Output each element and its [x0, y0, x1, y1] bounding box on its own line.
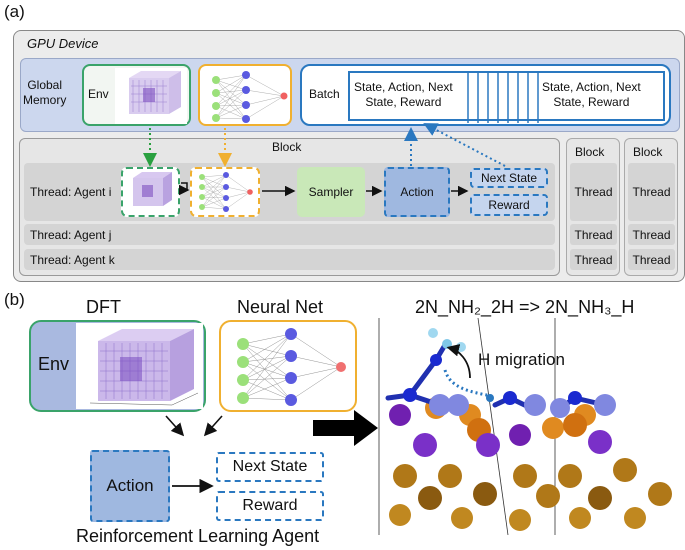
sampler-box: Sampler: [297, 167, 365, 217]
action-box-a: Action: [384, 167, 450, 217]
global-memory-label: Global Memory: [23, 78, 67, 107]
next-state-label-b: Next State: [232, 458, 308, 475]
thread-label: Thread: [632, 227, 671, 242]
side-block-2-thread-2: Thread: [628, 224, 675, 245]
agent-nn-box: [190, 167, 260, 217]
side-block-1-thread-1: Thread: [570, 163, 617, 221]
next-state-box-a: Next State: [470, 168, 548, 188]
n-atoms: [403, 354, 582, 405]
side-block-1-thread-2: Thread: [570, 224, 617, 245]
rl-agent-title: Reinforcement Learning Agent: [76, 526, 320, 546]
nn-to-agent-arrow: [203, 415, 223, 437]
panel-b-label: (b): [4, 290, 25, 309]
thread-label: Thread: [632, 185, 671, 199]
side-block-2-thread-1: Thread: [628, 163, 675, 221]
h-migration-label: H migration: [478, 350, 565, 369]
batch-tuple-last: State, Action, Next State, Reward: [542, 80, 641, 109]
sampler-label: Sampler: [308, 185, 354, 199]
nn-graphic-a: [212, 71, 288, 123]
thread-label: Thread: [574, 227, 613, 242]
thread-k-label: Thread: Agent k: [30, 253, 115, 267]
reaction-title: 2N_NH₂_2H => 2N_NH₃_H: [415, 297, 635, 317]
next-state-box-b: Next State: [216, 452, 324, 482]
metal-atoms-bottom: [389, 458, 672, 531]
next-state-label-a: Next State: [480, 171, 538, 185]
reward-label-a: Reward: [488, 198, 530, 212]
agent-env-box: [121, 167, 180, 217]
thread-label: Thread: [574, 185, 613, 199]
h-migration-arrow: [446, 344, 471, 379]
env-cube-image-a: [115, 68, 187, 124]
thread-row-k: [24, 249, 555, 270]
action-label-a: Action: [400, 185, 434, 199]
nextstate-to-batch-arrow: [423, 123, 506, 167]
action-box-b: Action: [90, 450, 170, 522]
nn-graphic-b: [237, 328, 346, 406]
dft-title: DFT: [86, 297, 121, 317]
neural-net-title: Neural Net: [237, 297, 324, 317]
side-block-2-thread-3: Thread: [628, 249, 675, 270]
nn-box-b: [219, 320, 357, 412]
surface-atoms: [389, 397, 612, 457]
gpu-device-title: GPU Device: [27, 36, 99, 51]
thread-label: Thread: [574, 252, 613, 267]
side-block-2-title: Block: [633, 145, 663, 159]
batch-tuple-first: State, Action, Next State, Reward: [354, 80, 453, 109]
side-block-1-thread-3: Thread: [570, 249, 617, 270]
env-cube-image-b: [76, 323, 203, 409]
action-label-b: Action: [106, 476, 154, 495]
env-to-agent-arrow: [165, 415, 185, 437]
light-blue-atoms: [429, 394, 616, 418]
reward-label-b: Reward: [242, 497, 298, 514]
reward-box-a: Reward: [470, 194, 548, 216]
batch-label: Batch: [309, 87, 340, 101]
thread-i-label: Thread: Agent i: [30, 185, 112, 199]
main-block-title: Block: [272, 140, 302, 154]
env-memory-label: Env: [88, 87, 109, 101]
env-to-nn-arrow: [179, 182, 190, 196]
thread-j-label: Thread: Agent j: [30, 228, 112, 242]
batch-buffer: [348, 71, 665, 123]
thread-row-j: [24, 224, 555, 245]
side-block-1-title: Block: [575, 145, 605, 159]
panel-a-label: (a): [4, 2, 25, 21]
big-right-arrow: [313, 410, 378, 446]
reward-box-b: Reward: [216, 491, 324, 521]
h-migration-path: [443, 369, 493, 398]
env-label-b: Env: [38, 354, 70, 374]
nn-memory-box: [198, 64, 292, 126]
thread-label: Thread: [632, 252, 671, 267]
